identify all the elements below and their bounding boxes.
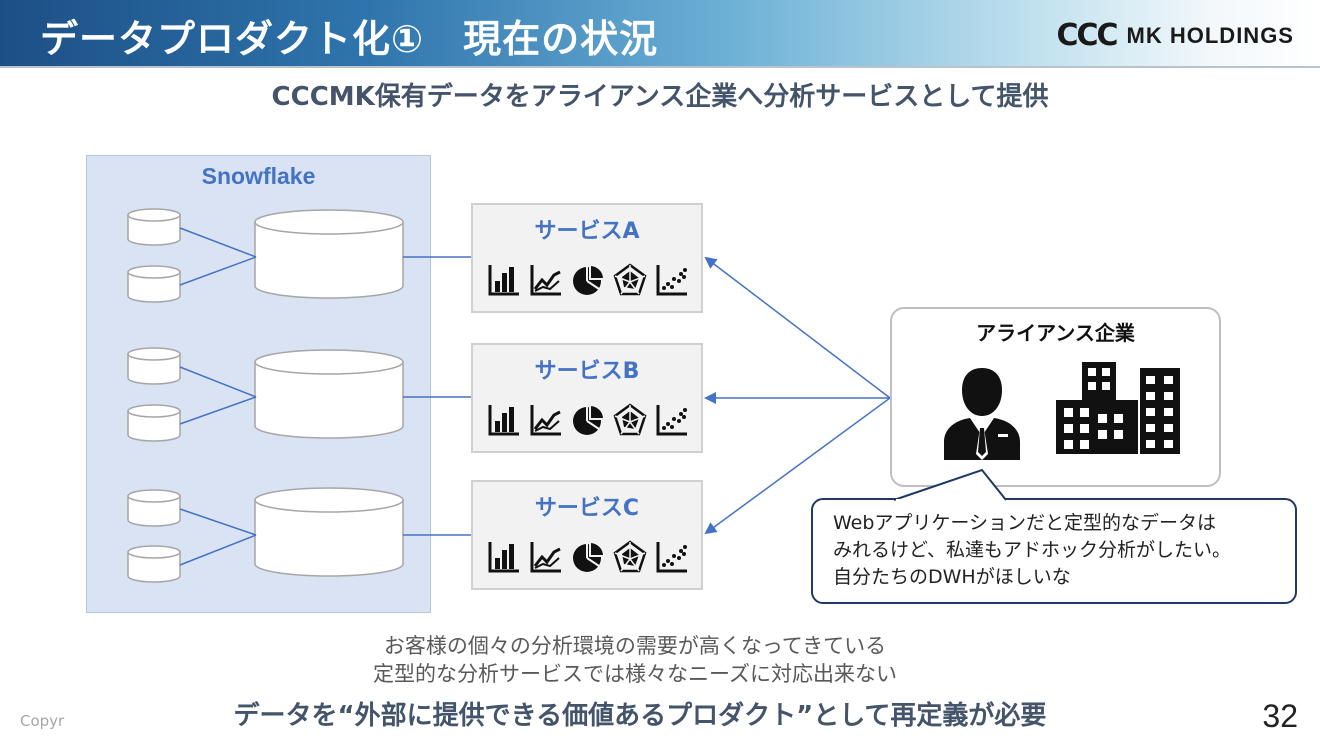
line-chart-icon [529, 263, 563, 297]
service-title-a: サービスA [534, 219, 640, 244]
alliance-to-service-arrow [704, 397, 891, 535]
conclusion-text: データを“外部に提供できる価値あるプロダクト”として再定義が必要 [233, 701, 1047, 731]
copyright-text: Copyr [20, 712, 65, 730]
bar-chart-icon [487, 540, 521, 574]
alliance-company-title: アライアンス企業 [976, 321, 1135, 345]
service-chart-icons [487, 263, 689, 297]
service-chart-icons [487, 403, 689, 437]
service-box-b: サービスB [471, 343, 703, 453]
office-buildings-icon [1056, 362, 1180, 454]
pie-chart-icon [571, 540, 605, 574]
radar-chart-icon [613, 263, 647, 297]
pie-chart-icon [571, 263, 605, 297]
service-box-a: サービスA [471, 203, 703, 313]
bar-chart-icon [487, 403, 521, 437]
large-database-cylinder [254, 487, 404, 577]
radar-chart-icon [613, 403, 647, 437]
service-box-c: サービスC [471, 480, 703, 590]
pie-chart-icon [571, 403, 605, 437]
speech-bubble-tail [893, 468, 1007, 502]
speech-bubble: Webアプリケーションだと定型的なデータは みれるけど、私達もアドホック分析がし… [811, 498, 1297, 604]
bar-chart-icon [487, 263, 521, 297]
line-chart-icon [529, 403, 563, 437]
small-database-cylinder [127, 404, 181, 442]
page-title: データプロダクト化① 現在の状況 [40, 17, 659, 61]
alliance-to-service-arrow [704, 256, 891, 399]
small-database-cylinder [127, 265, 181, 303]
db-connector-line [179, 534, 257, 566]
db-connector-line [179, 508, 257, 536]
header-divider [0, 66, 1320, 68]
db-connector-line [179, 256, 257, 286]
logo-text: MK HOLDINGS [1126, 22, 1294, 48]
scatter-chart-icon [655, 403, 689, 437]
db-connector-line [179, 396, 257, 425]
db-connector-line [179, 227, 257, 258]
line-chart-icon [529, 540, 563, 574]
bottom-note-line1: お客様の個々の分析環境の需要が高くなってきている [383, 634, 887, 658]
large-database-cylinder [254, 349, 404, 439]
db-connector-line [179, 366, 257, 398]
bottom-note-line2: 定型的な分析サービスでは様々なニーズに対応出来ない [373, 662, 897, 686]
page-number: 32 [1262, 698, 1298, 734]
small-database-cylinder [127, 347, 181, 385]
business-person-icon [944, 368, 1020, 460]
small-database-cylinder [127, 545, 181, 583]
service-chart-icons [487, 540, 689, 574]
scatter-chart-icon [655, 540, 689, 574]
scatter-chart-icon [655, 263, 689, 297]
small-database-cylinder [127, 489, 181, 527]
radar-chart-icon [613, 540, 647, 574]
company-logo: CCC MK HOLDINGS [1056, 18, 1294, 53]
speech-line: みれるけど、私達もアドホック分析がしたい。 [833, 539, 1232, 561]
large-database-cylinder [254, 209, 404, 299]
service-title-b: サービスB [534, 359, 640, 384]
header-bar: データプロダクト化① 現在の状況 CCC MK HOLDINGS [0, 0, 1320, 66]
service-title-c: サービスC [534, 496, 640, 521]
logo-mark: CCC [1056, 18, 1118, 53]
speech-line: 自分たちのDWHがほしいな [833, 566, 1071, 588]
slide-subtitle: CCCMK保有データをアライアンス企業へ分析サービスとして提供 [271, 82, 1049, 112]
small-database-cylinder [127, 208, 181, 246]
speech-line: Webアプリケーションだと定型的なデータは [833, 512, 1217, 534]
snowflake-label: Snowflake [201, 163, 316, 189]
